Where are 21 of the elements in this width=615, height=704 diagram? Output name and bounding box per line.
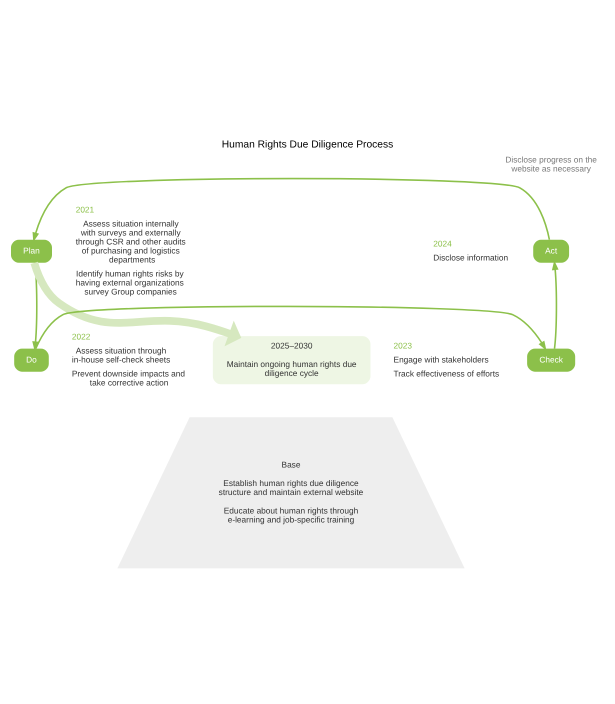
arrow [35, 305, 546, 350]
arrow [552, 260, 559, 348]
node-label: 2021 [76, 204, 94, 214]
node-box: 2025–2030 Maintain ongoing human rights due diligence cycle [212, 336, 370, 384]
diagram-title: Human Rights Due Diligence Process [222, 138, 394, 150]
node-label: Identify human rights risks by having external organizations survey Group companies [76, 268, 184, 296]
node-label: Prevent downside impacts and take corrective action [72, 368, 186, 387]
node-box: Act [533, 239, 570, 262]
node-box: Do [14, 348, 49, 372]
node-label: 2022 [72, 330, 90, 341]
node-label: Track effectiveness of efforts [394, 368, 500, 378]
node-label: 2024 [433, 238, 452, 248]
node-label: Engage with stakeholders [394, 354, 489, 364]
node-label: Disclose information [433, 252, 508, 262]
arrow [32, 177, 550, 242]
node-label: 2023 [394, 340, 412, 350]
label: Disclose progress on the website as necessary [505, 154, 597, 173]
node-box: Plan [10, 239, 52, 262]
node-label: Assess situation through in-house self-check sheets [72, 344, 170, 364]
node-label: Assess situation internally with surveys and externally through CSR and other audits of purchasing and logistics departments [76, 218, 186, 264]
node-box: Check [527, 348, 576, 372]
